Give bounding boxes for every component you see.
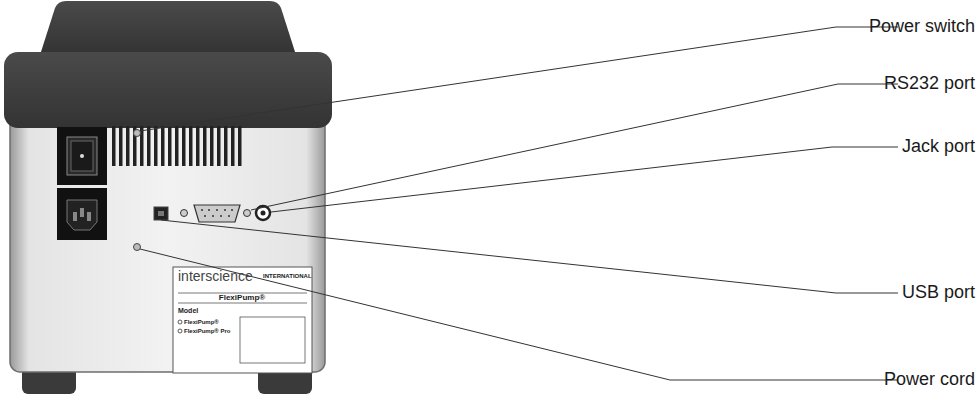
product-name: FlexiPump® (219, 294, 265, 303)
vent-slot (203, 126, 207, 166)
leader-line (161, 220, 898, 293)
vent-slot (231, 126, 235, 166)
part-label: RS232 port (884, 74, 975, 94)
leader-line (140, 249, 898, 380)
model-option: FlexiPump® Pro (184, 328, 230, 335)
top-cover (40, 1, 296, 55)
vent-slot (168, 126, 172, 166)
usb-port (154, 207, 168, 220)
model-option: FlexiPump® (184, 319, 219, 326)
switch-rocker (71, 141, 93, 171)
inlet-pin (87, 212, 91, 221)
vent-slots (112, 126, 242, 166)
screw (134, 244, 141, 251)
part-label: Power switch (869, 17, 975, 37)
vent-slot (126, 126, 130, 166)
leader-lines (140, 27, 898, 380)
part-label: USB port (902, 283, 975, 303)
vent-slot (112, 126, 116, 166)
switch-housing (57, 127, 107, 185)
inlet-pin (73, 212, 77, 221)
vent-slot (238, 126, 242, 166)
plate-rule (178, 303, 307, 304)
vent-slot (210, 126, 214, 166)
brand-suffix: INTERNATIONAL (263, 273, 312, 280)
vent-slot (224, 126, 228, 166)
part-label: Power cord (884, 370, 975, 390)
vent-slot (119, 126, 123, 166)
part-label: Jack port (902, 137, 975, 157)
port-screw (244, 210, 251, 217)
vent-slot (217, 126, 221, 166)
usb-port-inner (158, 211, 164, 216)
leader-line (140, 27, 898, 131)
model-checkbox (178, 320, 182, 324)
leader-line (251, 84, 898, 210)
switch-mark (80, 154, 84, 158)
model-checkbox (178, 329, 182, 333)
vent-slot (154, 126, 158, 166)
inlet-housing (57, 188, 107, 240)
housing (10, 95, 325, 372)
plate-heading: Model (178, 307, 198, 315)
brand-name: interscience (178, 269, 253, 284)
jack-port-hole (261, 211, 266, 216)
vent-slot (175, 126, 179, 166)
vent-slot (196, 126, 200, 166)
rating-plate (173, 267, 312, 373)
rs232-port (194, 205, 240, 222)
inlet-pin (80, 208, 84, 217)
rs232-pins (201, 209, 233, 217)
leader-line (271, 147, 898, 212)
vent-slot (161, 126, 165, 166)
power-switch (67, 137, 97, 175)
vent-slot (182, 126, 186, 166)
power-inlet (67, 200, 97, 230)
port-screw (181, 210, 188, 217)
screw (134, 130, 141, 137)
top-cover-band (4, 52, 332, 128)
vent-slot (189, 126, 193, 166)
vent-slot (147, 126, 151, 166)
serial-box (240, 317, 305, 363)
